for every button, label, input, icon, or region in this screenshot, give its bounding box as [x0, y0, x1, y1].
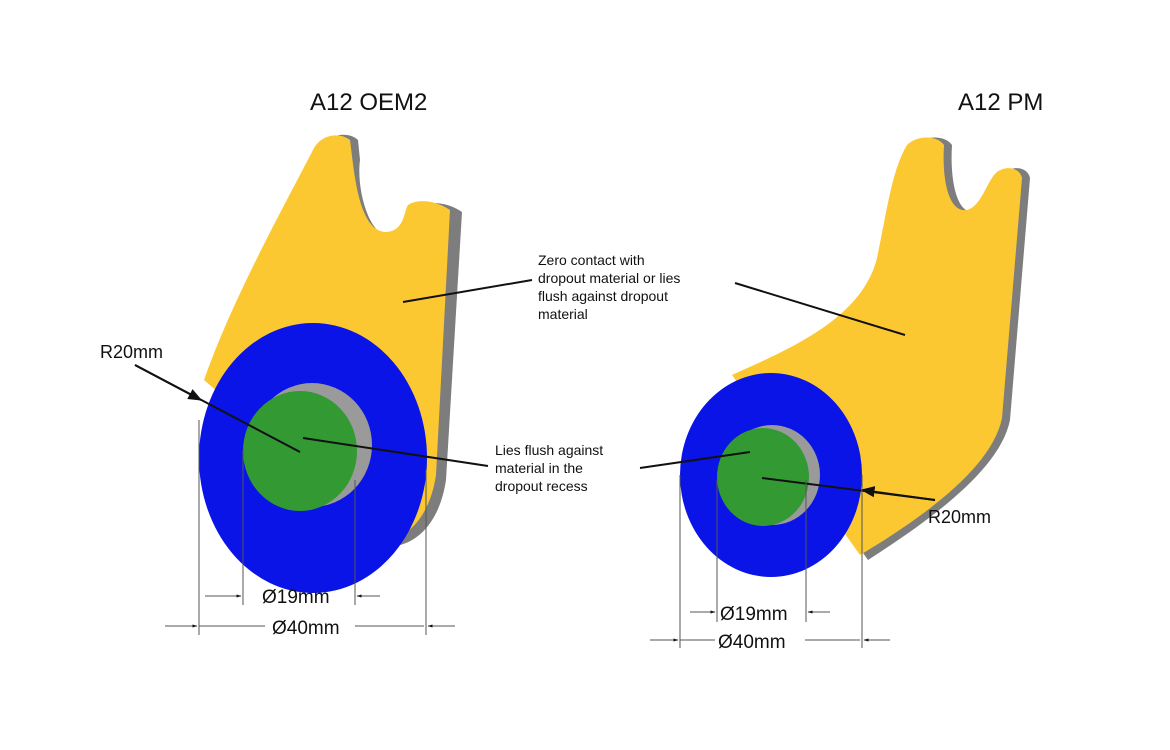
callout-line: material in the [495, 460, 583, 476]
right-part-title: A12 PM [958, 89, 1043, 116]
callout-line: Lies flush against [495, 442, 603, 458]
callout-line: dropout material or lies [538, 270, 680, 286]
leader-line [402, 279, 533, 303]
left-radius-arrow [134, 364, 203, 401]
left-dropout-part [199, 134, 462, 593]
leader-line [639, 451, 751, 469]
right-dimensions [650, 475, 890, 648]
callout-line: Zero contact with [538, 252, 645, 268]
right-outer-diameter: Ø40mm [718, 632, 786, 653]
right-radius-arrow [860, 486, 936, 501]
left-inner-diameter: Ø19mm [262, 587, 330, 608]
left-radius-label: R20mm [100, 342, 163, 362]
left-dimensions [165, 420, 455, 635]
left-part-title: A12 OEM2 [310, 89, 427, 116]
lies-flush-callout: Lies flush against material in the dropo… [302, 437, 751, 494]
callout-line: material [538, 306, 588, 322]
callout-line: flush against dropout [538, 288, 668, 304]
callout-line: dropout recess [495, 478, 588, 494]
leader-line [734, 282, 906, 336]
right-inner-diameter: Ø19mm [720, 604, 788, 625]
right-boss [717, 428, 809, 526]
left-outer-diameter: Ø40mm [272, 618, 340, 639]
leader-line [302, 437, 489, 467]
zero-contact-callout: Zero contact with dropout material or li… [402, 252, 906, 336]
right-radius-label: R20mm [928, 507, 991, 527]
